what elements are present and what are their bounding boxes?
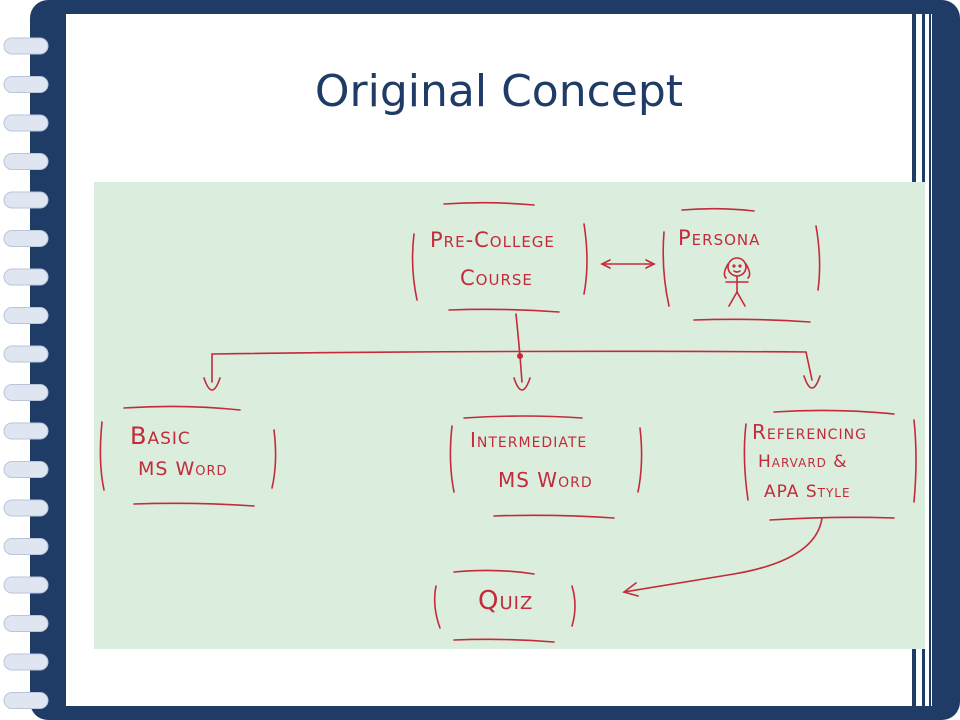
spiral-ring <box>3 384 49 401</box>
bidirectional-arrow <box>600 259 656 269</box>
spiral-ring <box>3 153 49 170</box>
label-basic: Basic <box>130 422 191 450</box>
label-pre-college: Pre-College <box>430 228 555 252</box>
spiral-ring <box>3 37 49 55</box>
spiral-ring <box>3 307 49 324</box>
box-referencing <box>743 409 917 521</box>
slide-title: Original Concept <box>314 66 684 117</box>
label-apa-style: APA Style <box>764 482 851 502</box>
arrow-to-quiz <box>622 517 823 597</box>
box-basic <box>99 405 277 507</box>
label-harvard: Harvard & <box>758 452 848 472</box>
label-referencing: Referencing <box>752 420 867 444</box>
spiral-ring <box>3 76 49 93</box>
spiral-ring <box>3 615 49 632</box>
persona-stick-figure <box>723 257 751 307</box>
spiral-ring <box>3 653 49 671</box>
label-quiz: Quiz <box>478 586 534 616</box>
spiral-ring <box>3 345 49 363</box>
box-intermediate <box>449 415 643 519</box>
label-course: Course <box>460 266 533 290</box>
spiral-ring <box>3 461 49 478</box>
spiral-ring <box>3 268 49 286</box>
label-persona: Persona <box>678 226 761 250</box>
tree-connectors <box>203 313 821 391</box>
spiral-ring <box>3 114 49 132</box>
spiral-ring <box>3 538 49 555</box>
sketch-lines <box>99 201 917 643</box>
box-pre-college <box>411 201 588 313</box>
spiral-ring <box>3 191 49 209</box>
spiral-ring <box>3 499 49 517</box>
box-quiz <box>433 569 576 643</box>
label-intermediate: Intermediate <box>470 428 588 452</box>
label-intermediate-ms-word: MS Word <box>498 468 593 492</box>
spiral-ring <box>3 230 49 247</box>
concept-sketch: Pre-College Course Persona Basic MS Word… <box>94 182 925 649</box>
box-persona <box>662 207 821 323</box>
label-basic-ms-word: MS Word <box>138 458 228 480</box>
spiral-ring <box>3 692 49 709</box>
spiral-ring <box>3 576 49 594</box>
spiral-rings <box>3 37 49 709</box>
spiral-ring <box>3 422 49 440</box>
